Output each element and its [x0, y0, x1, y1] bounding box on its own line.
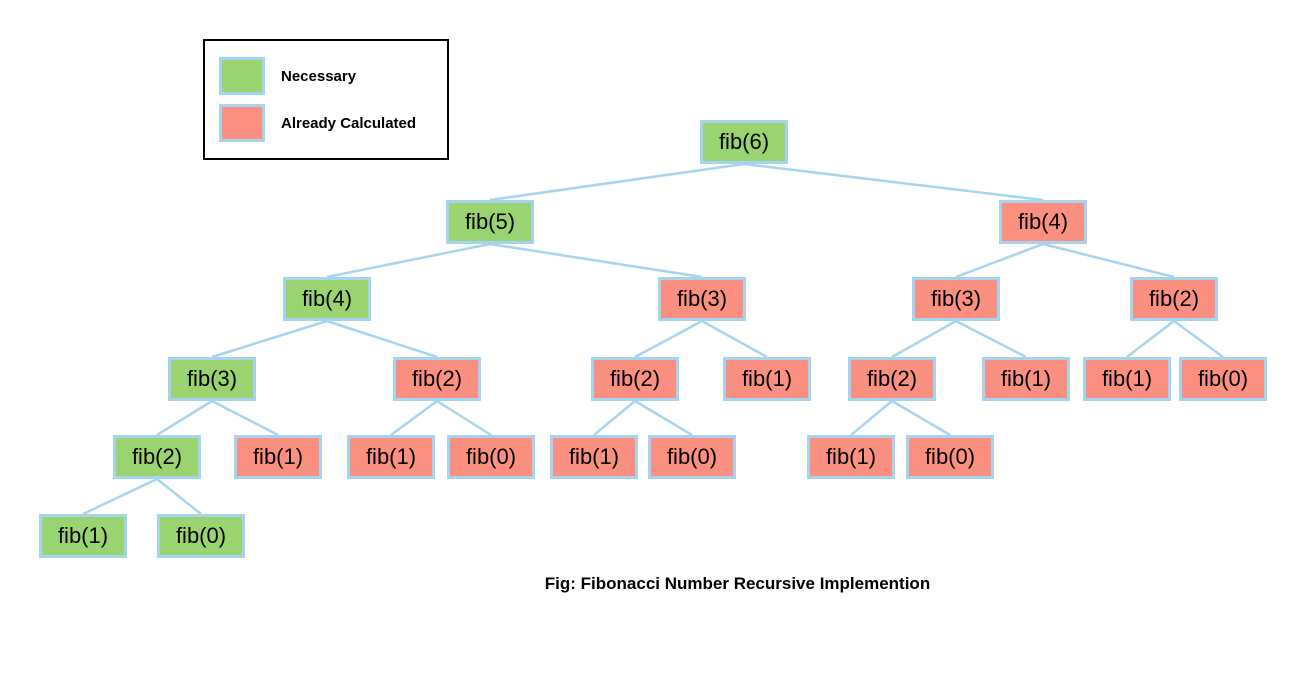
- tree-edge: [634, 319, 703, 359]
- tree-node-fib2-left: fib(2): [113, 435, 201, 479]
- tree-node-fib3-mid: fib(3): [658, 277, 746, 321]
- legend-item-already-calculated: Already Calculated: [219, 104, 433, 142]
- tree-node-fib3-right: fib(3): [912, 277, 1000, 321]
- tree-node-fib0-c: fib(0): [648, 435, 736, 479]
- tree-node-fib3-left: fib(3): [168, 357, 256, 401]
- tree-edge: [955, 319, 1027, 359]
- figure-caption: Fig: Fibonacci Number Recursive Implemen…: [544, 574, 931, 593]
- tree-node-fib2-a: fib(2): [393, 357, 481, 401]
- tree-edge: [1042, 242, 1175, 279]
- tree-edge: [489, 242, 703, 279]
- legend-swatch-necessary: [219, 57, 265, 95]
- tree-node-fib1-b: fib(1): [982, 357, 1070, 401]
- tree-node-fib2-b: fib(2): [591, 357, 679, 401]
- tree-edge: [955, 242, 1044, 279]
- tree-edge: [593, 400, 636, 436]
- tree-edge: [1126, 320, 1175, 358]
- legend-item-necessary: Necessary: [219, 57, 433, 95]
- tree-edge: [326, 319, 438, 359]
- tree-node-fib4-left: fib(4): [283, 277, 371, 321]
- tree-node-fib0-left: fib(0): [157, 514, 245, 558]
- tree-edge: [850, 400, 893, 436]
- tree-edge: [156, 399, 213, 437]
- tree-node-fib1-d: fib(1): [234, 435, 322, 479]
- tree-node-fib1-f: fib(1): [550, 435, 638, 479]
- tree-node-fib1-e: fib(1): [347, 435, 435, 479]
- legend: Necessary Already Calculated: [203, 39, 449, 160]
- tree-node-fib2-far-right: fib(2): [1130, 277, 1218, 321]
- tree-node-fib1-g: fib(1): [807, 435, 895, 479]
- tree-edge: [489, 162, 745, 202]
- tree-edge: [82, 477, 158, 516]
- tree-edge: [701, 319, 768, 359]
- tree-edge: [326, 242, 491, 279]
- tree-edge: [211, 319, 328, 359]
- tree-edge: [743, 162, 1044, 202]
- tree-edge: [1173, 319, 1224, 359]
- tree-node-fib0-b: fib(0): [447, 435, 535, 479]
- tree-node-fib0-a: fib(0): [1179, 357, 1267, 401]
- legend-swatch-already-calculated: [219, 104, 265, 142]
- tree-node-fib5: fib(5): [446, 200, 534, 244]
- tree-node-fib1-c: fib(1): [1083, 357, 1171, 401]
- tree-edge: [156, 478, 202, 515]
- tree-edge: [891, 399, 951, 437]
- tree-edge: [390, 399, 438, 437]
- tree-node-fib2-c: fib(2): [848, 357, 936, 401]
- tree-edge: [436, 399, 492, 437]
- tree-node-fib6: fib(6): [700, 120, 788, 164]
- tree-edge: [891, 319, 957, 359]
- tree-node-fib1-left: fib(1): [39, 514, 127, 558]
- tree-node-fib0-d: fib(0): [906, 435, 994, 479]
- legend-label-already-calculated: Already Calculated: [281, 114, 417, 132]
- tree-node-fib1-a: fib(1): [723, 357, 811, 401]
- legend-label-necessary: Necessary: [281, 67, 357, 85]
- tree-edge: [211, 399, 279, 437]
- tree-node-fib4-right: fib(4): [999, 200, 1087, 244]
- tree-edge: [634, 399, 693, 437]
